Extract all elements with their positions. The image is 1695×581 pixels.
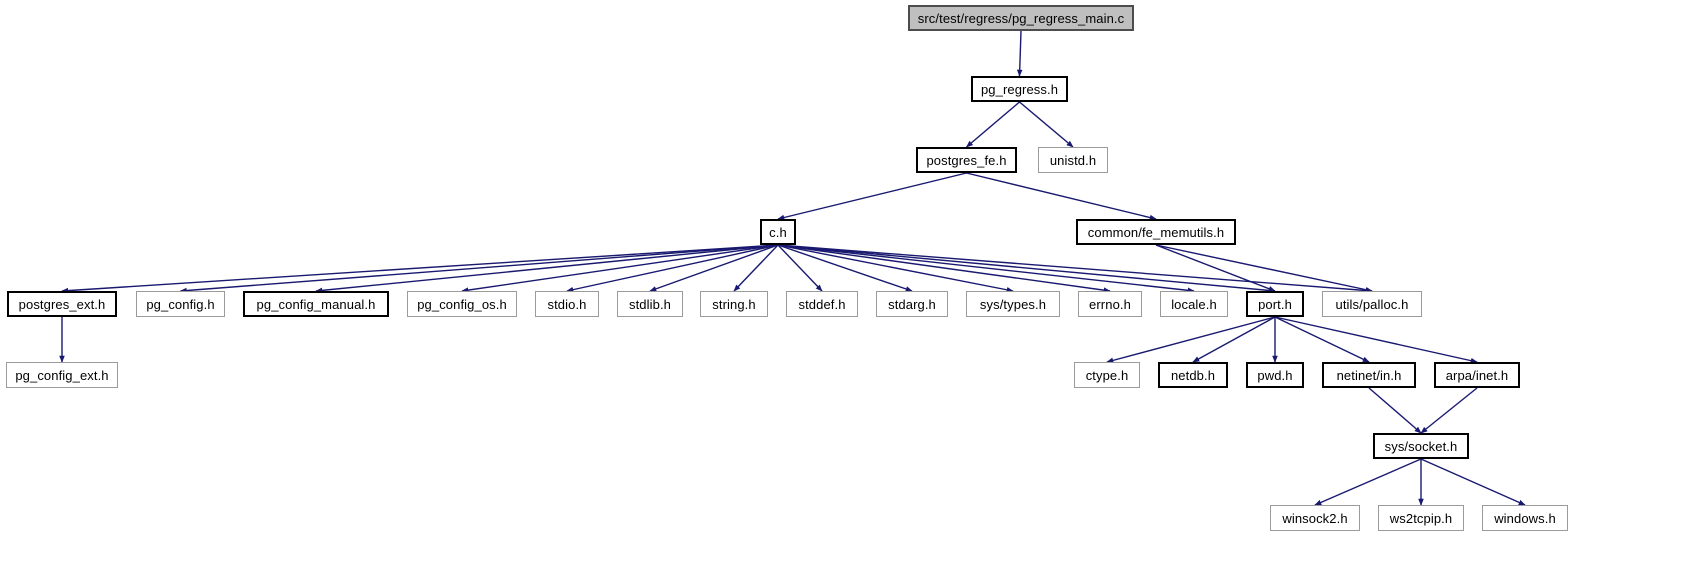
graph-node-locale-h[interactable]: locale.h bbox=[1160, 291, 1228, 317]
graph-node-label: unistd.h bbox=[1049, 152, 1097, 168]
graph-node-label: pg_config_ext.h bbox=[15, 367, 109, 383]
graph-node-label: port.h bbox=[1258, 296, 1292, 312]
graph-node-label: windows.h bbox=[1494, 510, 1556, 526]
graph-node-ctype-h[interactable]: ctype.h bbox=[1074, 362, 1140, 388]
graph-node-stdlib-h[interactable]: stdlib.h bbox=[617, 291, 683, 317]
graph-node-netdb-h[interactable]: netdb.h bbox=[1158, 362, 1228, 388]
graph-node-postgres-fe-h[interactable]: postgres_fe.h bbox=[916, 147, 1017, 173]
graph-edge-c-h-to-postgres-ext-h bbox=[61, 244, 779, 294]
graph-node-pg-config-manual-h[interactable]: pg_config_manual.h bbox=[243, 291, 389, 317]
graph-edge-postgres-fe-h-to-c-h bbox=[777, 172, 967, 221]
graph-node-sys-types-h[interactable]: sys/types.h bbox=[966, 291, 1060, 317]
graph-edge-c-h-to-pg-config-manual-h bbox=[315, 244, 779, 294]
graph-node-pg-config-h[interactable]: pg_config.h bbox=[136, 291, 225, 317]
graph-node-label: stddef.h bbox=[798, 296, 846, 312]
graph-node-label: pg_regress.h bbox=[980, 81, 1059, 97]
graph-node-label: errno.h bbox=[1089, 296, 1131, 312]
graph-node-c-h[interactable]: c.h bbox=[760, 219, 796, 245]
graph-node-label: postgres_fe.h bbox=[926, 152, 1007, 168]
graph-node-stddef-h[interactable]: stddef.h bbox=[786, 291, 858, 317]
graph-edge-c-h-to-string-h bbox=[733, 244, 779, 292]
graph-node-sys-socket-h[interactable]: sys/socket.h bbox=[1373, 433, 1469, 459]
graph-edge-arpa-inet-h-to-sys-socket-h bbox=[1420, 387, 1478, 434]
graph-node-label: c.h bbox=[769, 224, 787, 240]
graph-node-pg-regress-h[interactable]: pg_regress.h bbox=[971, 76, 1068, 102]
graph-edge-c-h-to-sys-types-h bbox=[777, 244, 1014, 293]
graph-edge-pg-regress-h-to-unistd-h bbox=[1019, 101, 1074, 148]
graph-edge-c-h-to-utils-palloc-h bbox=[777, 244, 1373, 294]
graph-node-stdio-h[interactable]: stdio.h bbox=[535, 291, 599, 317]
graph-node-netinet-in-h[interactable]: netinet/in.h bbox=[1322, 362, 1416, 388]
graph-node-label: postgres_ext.h bbox=[18, 296, 106, 312]
graph-node-string-h[interactable]: string.h bbox=[700, 291, 768, 317]
graph-edge-c-h-to-pg-config-h bbox=[179, 244, 779, 294]
graph-edge-c-h-to-stdlib-h bbox=[649, 244, 779, 292]
graph-node-pg-config-ext-h[interactable]: pg_config_ext.h bbox=[6, 362, 118, 388]
graph-edge-c-h-to-pg-config-os-h bbox=[461, 244, 779, 293]
graph-edge-port-h-to-ctype-h bbox=[1106, 316, 1276, 364]
graph-node-label: stdio.h bbox=[547, 296, 587, 312]
graph-node-label: stdlib.h bbox=[629, 296, 671, 312]
graph-node-winsock2-h[interactable]: winsock2.h bbox=[1270, 505, 1360, 531]
graph-node-label: sys/socket.h bbox=[1384, 438, 1458, 454]
graph-node-label: winsock2.h bbox=[1282, 510, 1348, 526]
graph-edge-netinet-in-h-to-sys-socket-h bbox=[1368, 387, 1422, 434]
graph-edge-postgres-fe-h-to-fe-memutils-h bbox=[966, 172, 1157, 221]
graph-node-label: pg_config_os.h bbox=[417, 296, 507, 312]
graph-node-label: string.h bbox=[712, 296, 756, 312]
graph-edge-root-to-pg-regress-h bbox=[1016, 30, 1023, 77]
graph-node-label: utils/palloc.h bbox=[1335, 296, 1409, 312]
graph-edge-c-h-to-stddef-h bbox=[777, 244, 823, 292]
graph-node-label: netdb.h bbox=[1170, 367, 1216, 383]
graph-node-label: netinet/in.h bbox=[1336, 367, 1402, 383]
graph-node-label: common/fe_memutils.h bbox=[1087, 224, 1225, 240]
graph-node-label: ctype.h bbox=[1085, 367, 1129, 383]
graph-edge-pg-regress-h-to-postgres-fe-h bbox=[965, 101, 1020, 148]
graph-node-label: sys/types.h bbox=[979, 296, 1047, 312]
graph-node-pwd-h[interactable]: pwd.h bbox=[1246, 362, 1304, 388]
graph-node-root[interactable]: src/test/regress/pg_regress_main.c bbox=[908, 5, 1134, 31]
graph-edge-port-h-to-netdb-h bbox=[1192, 316, 1276, 363]
graph-edge-port-h-to-arpa-inet-h bbox=[1274, 316, 1478, 364]
graph-edge-sys-socket-h-to-winsock2-h bbox=[1314, 458, 1422, 506]
graph-node-label: pg_config.h bbox=[146, 296, 215, 312]
graph-node-postgres-ext-h[interactable]: postgres_ext.h bbox=[7, 291, 117, 317]
graph-edge-c-h-to-errno-h bbox=[777, 244, 1111, 293]
graph-node-utils-palloc-h[interactable]: utils/palloc.h bbox=[1322, 291, 1422, 317]
graph-node-ws2tcpip-h[interactable]: ws2tcpip.h bbox=[1378, 505, 1464, 531]
graph-node-stdarg-h[interactable]: stdarg.h bbox=[876, 291, 948, 317]
graph-node-label: ws2tcpip.h bbox=[1389, 510, 1453, 526]
graph-edge-fe-memutils-h-to-utils-palloc-h bbox=[1155, 244, 1373, 293]
graph-edge-fe-memutils-h-to-port-h bbox=[1155, 244, 1276, 292]
graph-node-arpa-inet-h[interactable]: arpa/inet.h bbox=[1434, 362, 1520, 388]
graph-node-windows-h[interactable]: windows.h bbox=[1482, 505, 1568, 531]
graph-node-errno-h[interactable]: errno.h bbox=[1078, 291, 1142, 317]
graph-node-label: pg_config_manual.h bbox=[256, 296, 376, 312]
graph-node-pg-config-os-h[interactable]: pg_config_os.h bbox=[407, 291, 517, 317]
graph-node-unistd-h[interactable]: unistd.h bbox=[1038, 147, 1108, 173]
graph-edge-port-h-to-netinet-in-h bbox=[1274, 316, 1370, 363]
graph-node-label: src/test/regress/pg_regress_main.c bbox=[917, 10, 1125, 26]
graph-edge-c-h-to-locale-h bbox=[777, 244, 1195, 294]
graph-edge-c-h-to-stdarg-h bbox=[777, 244, 913, 292]
graph-node-label: pwd.h bbox=[1257, 367, 1293, 383]
graph-edge-sys-socket-h-to-windows-h bbox=[1420, 458, 1526, 506]
graph-node-label: locale.h bbox=[1171, 296, 1217, 312]
graph-node-label: arpa/inet.h bbox=[1445, 367, 1509, 383]
graph-edge-c-h-to-stdio-h bbox=[566, 244, 779, 293]
graph-node-label: stdarg.h bbox=[888, 296, 936, 312]
graph-edge-c-h-to-port-h bbox=[777, 244, 1276, 294]
graph-node-fe-memutils-h[interactable]: common/fe_memutils.h bbox=[1076, 219, 1236, 245]
graph-node-port-h[interactable]: port.h bbox=[1246, 291, 1304, 317]
